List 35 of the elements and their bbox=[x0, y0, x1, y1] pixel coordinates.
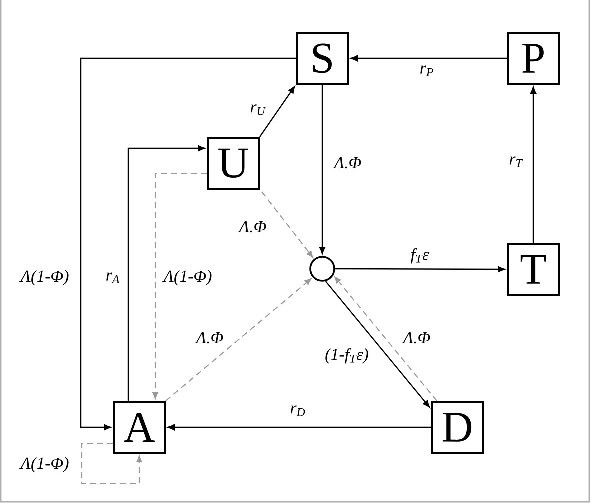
edge-label: r$_{U}$ bbox=[250, 104, 266, 116]
dashed-arrow bbox=[262, 192, 314, 258]
arrow bbox=[260, 86, 296, 138]
edge-label: r$_{D}$ bbox=[290, 406, 306, 416]
edge-label: Λ.Φ bbox=[195, 332, 224, 344]
edge-label: r$_{T}$ bbox=[510, 156, 524, 168]
edge-label: Λ.Φ bbox=[238, 221, 266, 233]
arrow bbox=[168, 424, 431, 431]
edge-label: Λ(1-Φ) bbox=[19, 270, 69, 286]
edge-label: r$_{A}$ bbox=[106, 272, 120, 284]
edge-label: Λ.Φ bbox=[333, 157, 362, 169]
state-box: A bbox=[113, 401, 166, 454]
arrow bbox=[325, 281, 430, 408]
state-box: U bbox=[207, 137, 260, 190]
edge-label: f$_{T}$ε bbox=[410, 248, 430, 264]
edge-label: r$_{P}$ bbox=[420, 66, 434, 76]
dashed-arrow bbox=[81, 442, 142, 485]
arrow bbox=[335, 266, 506, 272]
edge-label: Λ(1-Φ) bbox=[162, 270, 212, 286]
edge-label: Λ.Φ bbox=[402, 332, 430, 344]
dashed-arrow bbox=[152, 172, 207, 400]
arrow bbox=[319, 85, 326, 254]
state-box: P bbox=[507, 32, 560, 85]
arrow bbox=[128, 145, 206, 401]
state-box: D bbox=[431, 401, 484, 454]
circle-node bbox=[310, 256, 336, 282]
edge-label: (1-f$_{T}$ε) bbox=[326, 348, 368, 364]
state-box: S bbox=[296, 32, 349, 85]
state-box: T bbox=[507, 243, 560, 296]
edge-label: Λ(1-Φ) bbox=[19, 457, 69, 473]
arrow bbox=[530, 86, 537, 243]
dashed-arrow bbox=[166, 278, 312, 402]
arrow bbox=[80, 58, 296, 431]
dashed-arrow bbox=[334, 276, 438, 402]
arrow bbox=[350, 55, 507, 62]
